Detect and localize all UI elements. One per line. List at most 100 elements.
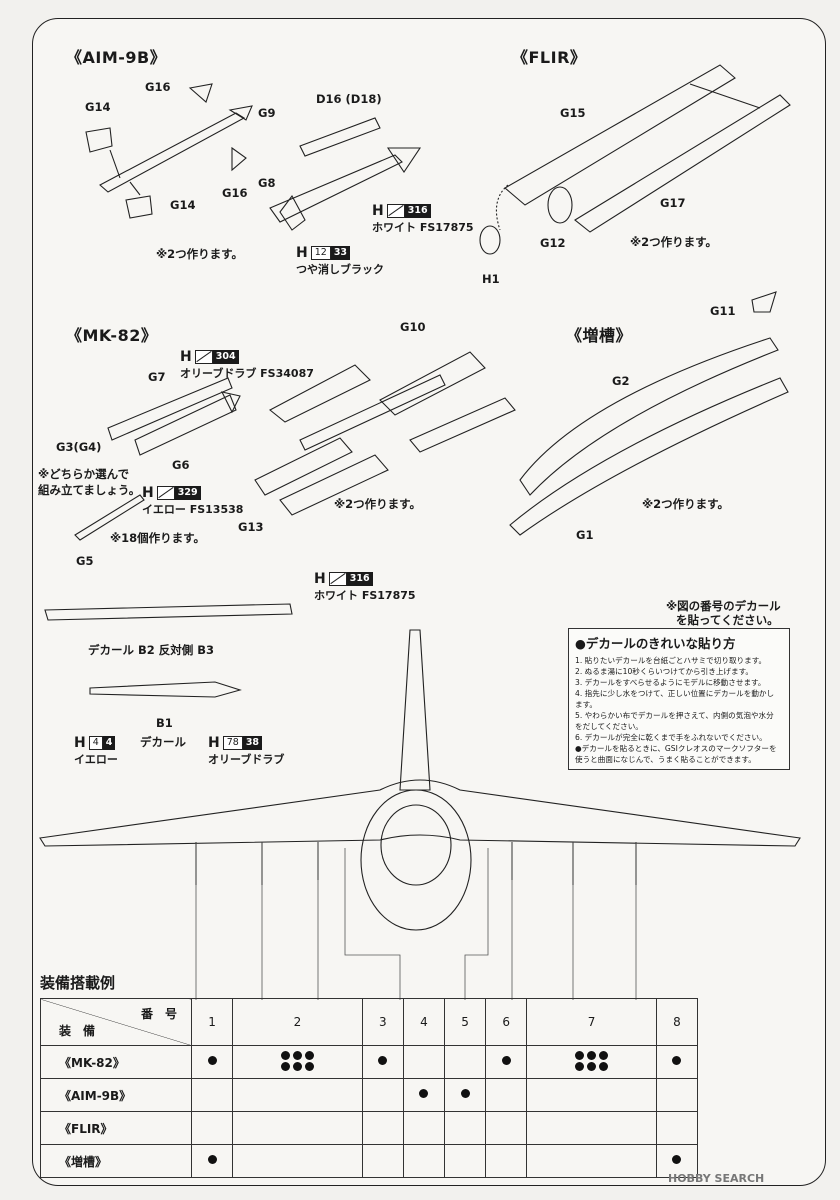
- loadout-cell: [361, 1078, 404, 1112]
- build-note: ※2つ作ります。: [642, 497, 730, 511]
- loadout-cell: [232, 1045, 363, 1079]
- tip-line: ●デカールを貼るときに、GSIクレオスのマークソフターを: [575, 744, 777, 753]
- loadout-cell: [443, 1078, 487, 1112]
- station-header: 7: [526, 998, 657, 1046]
- part-label: G1: [576, 528, 594, 542]
- section-title-tank: 《増槽》: [566, 326, 633, 345]
- color-prefix: H: [142, 485, 154, 501]
- loadout-cell: [526, 1078, 657, 1112]
- loadout-dot: [587, 1061, 597, 1071]
- loadout-cell: [443, 1144, 487, 1178]
- part-label: D16 (D18): [316, 92, 382, 106]
- aircraft-drawing: [39, 629, 801, 1000]
- build-note: ※2つ作ります。: [630, 235, 718, 249]
- loadout-cell: [655, 1144, 699, 1178]
- tip-line: 1. 貼りたいデカールを台紙ごとハサミで切り取ります。: [575, 656, 767, 665]
- loadout-dot: [575, 1061, 585, 1071]
- equipment-name: 《増槽》: [40, 1144, 192, 1178]
- part-label: G14: [170, 198, 196, 212]
- station-header: 1: [190, 998, 234, 1046]
- decal-caption: デカール B2 反対側 B3: [88, 643, 215, 657]
- part-label: G10: [400, 320, 426, 334]
- loadout-cell: [402, 1045, 445, 1079]
- color-prefix: H: [180, 349, 192, 365]
- loadout-dot: [378, 1056, 388, 1065]
- section-title-mk82: 《MK-82》: [66, 326, 158, 345]
- loadout-cell: [443, 1045, 487, 1079]
- color-code: 4: [88, 736, 103, 750]
- station-header: 2: [232, 998, 363, 1046]
- station-header: 3: [361, 998, 404, 1046]
- station-header: 8: [655, 998, 699, 1046]
- tip-line: 6. デカールが完全に乾くまで手をふれないでください。: [575, 733, 767, 742]
- header-equipment: 装 備: [59, 1024, 96, 1038]
- loadout-cell: [190, 1078, 234, 1112]
- loadout-dot: [672, 1155, 682, 1164]
- color-prefix: H: [296, 245, 308, 261]
- loadout-cell: [485, 1111, 528, 1145]
- tip-line: 2. ぬるま湯に10秒くらいつけてから引き上げます。: [575, 667, 754, 676]
- loadout-cell: [361, 1045, 404, 1079]
- loadout-dots: [418, 1088, 430, 1099]
- section-title-flir: 《FLIR》: [512, 48, 587, 67]
- table-row: 番 号 装 備 1 2 3 4 5 6 7 8: [40, 998, 699, 1046]
- color-prefix: H: [208, 735, 220, 751]
- decal-ref-note: ※図の番号のデカール: [666, 599, 781, 613]
- decal-label: デカール: [140, 735, 186, 749]
- loadout-dot: [419, 1089, 429, 1098]
- loadout-cell: [402, 1111, 445, 1145]
- decal-tips-title: ●デカールのきれいな貼り方: [575, 636, 736, 651]
- build-note: 組み立てましょう。: [38, 483, 141, 497]
- loadout-dot: [587, 1050, 597, 1060]
- loadout-dot: [575, 1050, 585, 1060]
- loadout-cell: [443, 1111, 487, 1145]
- loadout-dots: [206, 1154, 218, 1165]
- loadout-cell: [232, 1144, 363, 1178]
- station-header: 6: [485, 998, 528, 1046]
- color-code: 38: [242, 736, 263, 750]
- loadout-table: 番 号 装 備 1 2 3 4 5 6 7 8 《MK-82》 《AIM-9B》…: [40, 998, 699, 1178]
- color-prefix: H: [74, 735, 86, 751]
- loadout-dots: [377, 1055, 389, 1066]
- loadout-cell: [485, 1144, 528, 1178]
- color-code: 4: [102, 736, 116, 750]
- color-name: イエロー: [74, 753, 118, 766]
- equipment-name: 《MK-82》: [40, 1045, 192, 1079]
- loadout-dot: [304, 1050, 314, 1060]
- color-swatch: [194, 350, 213, 364]
- part-label: H1: [482, 272, 500, 286]
- loadout-dot: [599, 1050, 609, 1060]
- section-title-aim9b: 《AIM-9B》: [66, 48, 167, 67]
- loadout-cell: [655, 1078, 699, 1112]
- flir-drawing: [479, 64, 791, 255]
- loadout-dots: [277, 1050, 317, 1072]
- loadout-dots: [500, 1055, 512, 1066]
- loadout-cell: [232, 1078, 363, 1112]
- tip-line: 4. 指先に少し水をつけて、正しい位置にデカールを動かし: [575, 689, 775, 698]
- part-label: G17: [660, 196, 686, 210]
- loadout-cell: [190, 1045, 234, 1079]
- color-name: オリーブドラブ FS34087: [180, 367, 314, 380]
- loadout-dot: [599, 1061, 609, 1071]
- decal-ref-note: を貼ってください。: [676, 613, 779, 627]
- loadout-dot: [460, 1089, 470, 1098]
- color-code: 316: [346, 572, 373, 586]
- part-label: G6: [172, 458, 190, 472]
- part-label: G16: [222, 186, 248, 200]
- loadout-dots: [671, 1055, 683, 1066]
- loadout-dot: [292, 1061, 302, 1071]
- color-code: 78: [222, 736, 243, 750]
- color-prefix: H: [314, 571, 326, 587]
- loadout-cell: [232, 1111, 363, 1145]
- color-code: 329: [174, 486, 201, 500]
- equipment-name: 《FLIR》: [40, 1111, 192, 1145]
- loadout-dot: [304, 1061, 314, 1071]
- part-label: G15: [560, 106, 586, 120]
- loadout-dots: [671, 1154, 683, 1165]
- color-name: イエロー FS13538: [142, 503, 244, 516]
- loadout-cell: [526, 1144, 657, 1178]
